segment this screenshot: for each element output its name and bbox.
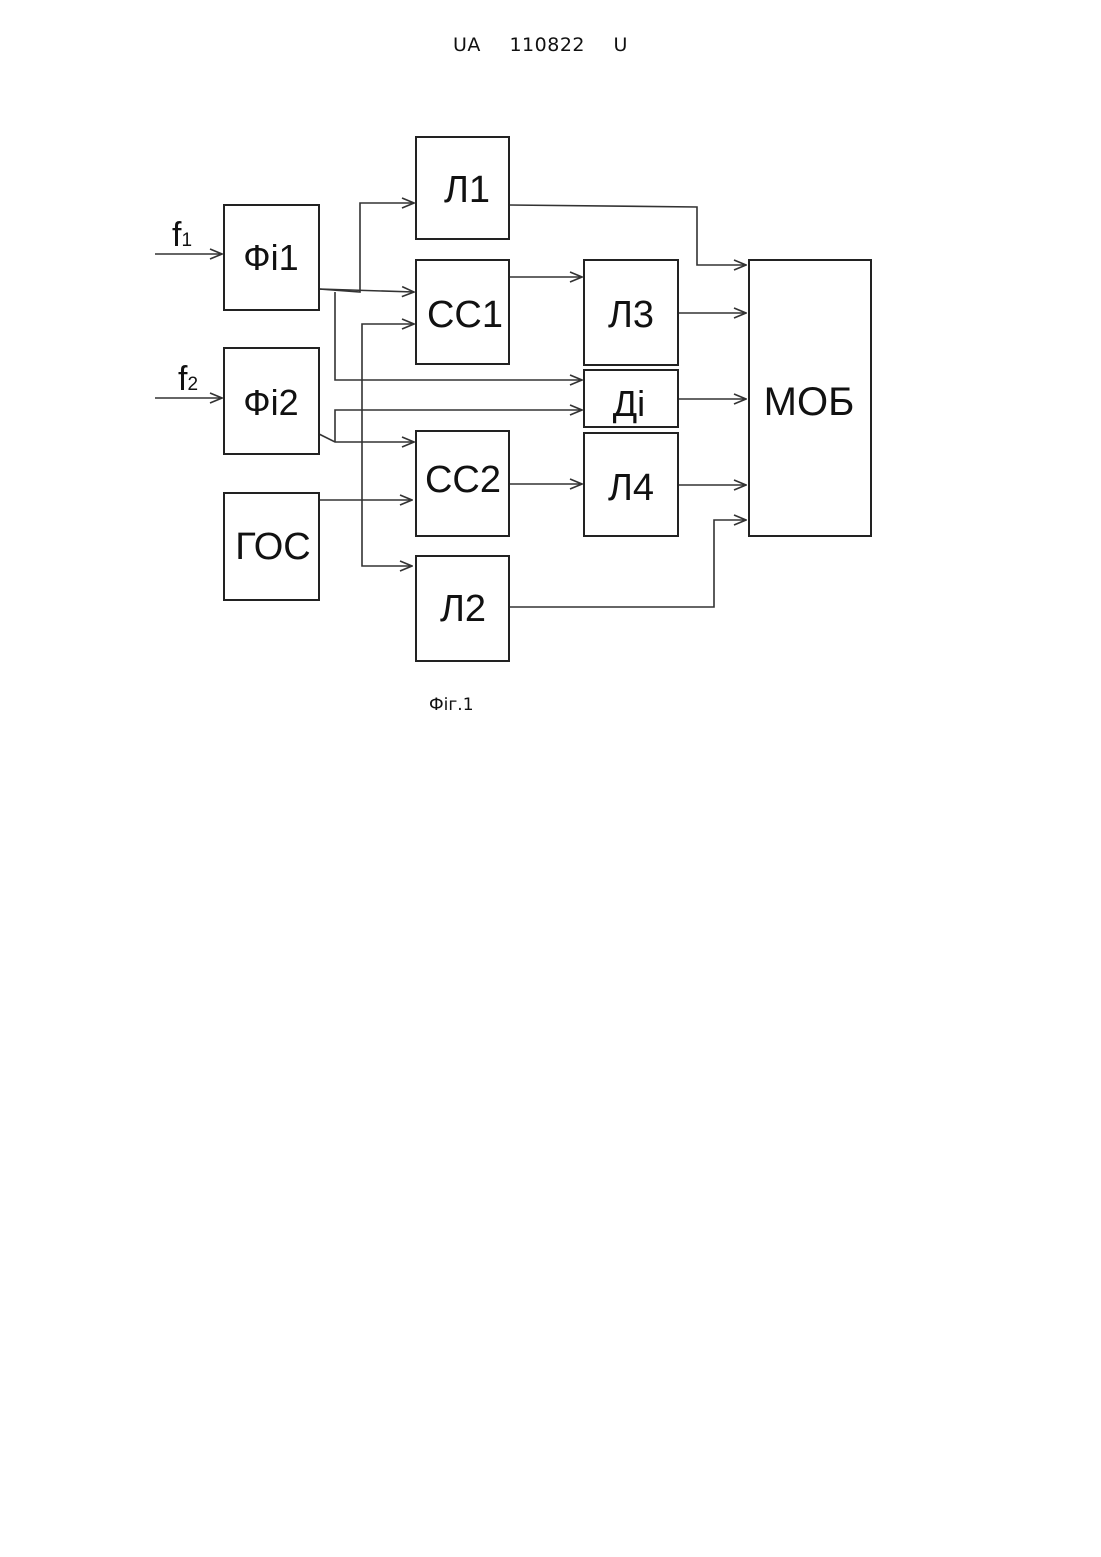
block-fi2: Фі2	[224, 348, 319, 454]
block-cc1: СС1	[416, 260, 509, 364]
block-l2-label: Л2	[440, 588, 486, 630]
input-f1-subscript: 1	[181, 230, 192, 251]
wire-gos-to-l2	[362, 500, 412, 566]
block-l4: Л4	[584, 433, 678, 536]
block-cc2-label: СС2	[425, 459, 501, 501]
wire-fi2-to-cc2	[319, 434, 414, 442]
block-di-label: Ді	[613, 383, 645, 424]
block-cc2: СС2	[416, 431, 509, 536]
block-l2: Л2	[416, 556, 509, 661]
block-mob: МОБ	[749, 260, 871, 536]
block-l3: Л3	[584, 260, 678, 365]
input-label-f2: f2	[178, 360, 198, 398]
figure-caption: Фіг.1	[429, 695, 474, 715]
wire-l1-to-mob	[509, 205, 746, 265]
input-label-f1: f1	[172, 216, 192, 254]
wire-gos-to-cc1	[362, 324, 414, 500]
block-l4-label: Л4	[608, 467, 654, 509]
block-fi2-label: Фі2	[243, 382, 298, 423]
block-gos: ГОС	[224, 493, 319, 600]
block-l1-label: Л1	[444, 169, 490, 211]
block-fi1: Фі1	[224, 205, 319, 310]
wire-fi1-to-l1	[319, 203, 414, 292]
block-l3-label: Л3	[608, 294, 654, 336]
block-l1: Л1	[416, 137, 509, 239]
block-di: Ді	[584, 370, 678, 427]
block-fi1-label: Фі1	[243, 237, 298, 278]
block-gos-label: ГОС	[235, 526, 310, 568]
input-f2-subscript: 2	[187, 374, 198, 395]
block-mob-label: МОБ	[764, 380, 855, 424]
block-cc1-label: СС1	[427, 294, 503, 336]
